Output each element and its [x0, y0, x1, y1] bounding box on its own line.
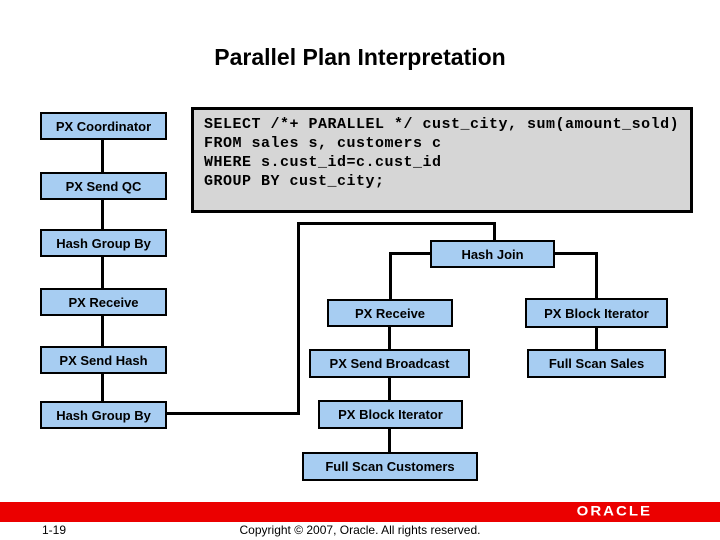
node-px-coordinator: PX Coordinator: [40, 112, 167, 140]
node-px-receive-left: PX Receive: [40, 288, 167, 316]
connector-hashjoin-blockiterator-v: [595, 252, 598, 298]
connector-pxreceive-pxsendhash: [101, 316, 104, 346]
sql-statement-text: SELECT /*+ PARALLEL */ cust_city, sum(am…: [204, 116, 680, 190]
connector-blockiter-fullscancust: [388, 429, 391, 452]
node-px-send-broadcast: PX Send Broadcast: [309, 349, 470, 378]
oracle-logo: ORACLE: [576, 503, 652, 520]
connector-coordinator-sendqc: [101, 140, 104, 172]
connector-hashjoin-pxreceive-v: [389, 252, 392, 299]
copyright-text: Copyright © 2007, Oracle. All rights res…: [239, 523, 481, 537]
node-hash-join: Hash Join: [430, 240, 555, 268]
connector-hashgroupby-hashjoin-h2: [297, 222, 496, 225]
connector-sendbroadcast-blockiter: [388, 378, 391, 400]
node-hash-group-by-lower: Hash Group By: [40, 401, 167, 429]
footer-red-band: [0, 502, 720, 522]
slide-title: Parallel Plan Interpretation: [214, 44, 506, 70]
node-px-send-qc: PX Send QC: [40, 172, 167, 200]
connector-sendqc-hashgroupby: [101, 200, 104, 229]
connector-hashgroupby-pxreceive: [101, 257, 104, 288]
connector-hashgroupby-hashjoin-v2: [493, 222, 496, 240]
node-hash-group-by-upper: Hash Group By: [40, 229, 167, 257]
connector-hashgroupby-hashjoin-h1: [167, 412, 300, 415]
node-full-scan-sales: Full Scan Sales: [527, 349, 666, 378]
node-px-receive-middle: PX Receive: [327, 299, 453, 327]
connector-hashjoin-pxreceive-h: [390, 252, 430, 255]
connector-hashgroupby-hashjoin-v1: [297, 222, 300, 415]
node-full-scan-customers: Full Scan Customers: [302, 452, 478, 481]
connector-pxsendhash-hashgroupby: [101, 374, 104, 401]
connector-pxreceive-sendbroadcast: [388, 327, 391, 349]
connector-hashjoin-blockiterator-h: [555, 252, 598, 255]
connector-blockiter-fullscansales: [595, 328, 598, 349]
node-px-block-iterator-right: PX Block Iterator: [525, 298, 668, 328]
sql-statement-box: SELECT /*+ PARALLEL */ cust_city, sum(am…: [191, 107, 693, 213]
node-px-block-iterator-middle: PX Block Iterator: [318, 400, 463, 429]
page-number: 1-19: [42, 523, 67, 537]
node-px-send-hash: PX Send Hash: [40, 346, 167, 374]
